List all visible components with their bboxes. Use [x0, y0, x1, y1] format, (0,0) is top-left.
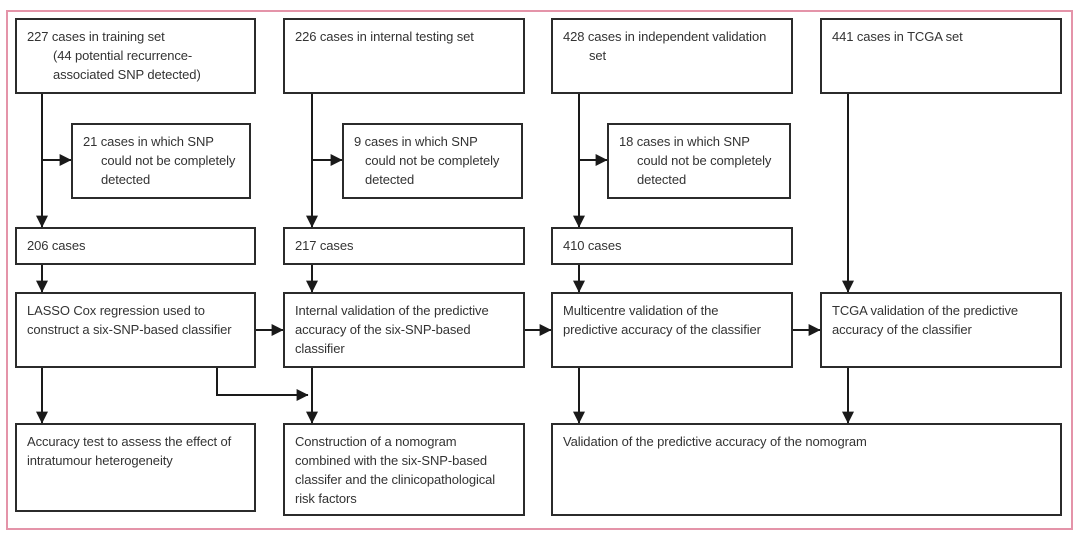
box-excluded-training: 21 cases in which SNP could not be compl… — [71, 123, 251, 199]
figure-frame — [6, 10, 1073, 530]
box-training-set: 227 cases in training set (44 potential … — [15, 18, 256, 94]
arrow-lasso-to-nomogram-construction — [216, 368, 309, 401]
box-remaining-training: 206 cases — [15, 227, 256, 265]
box-excluded-testing: 9 cases in which SNP could not be comple… — [342, 123, 523, 199]
box-multicentre-validation: Multicentre validation of the predictive… — [551, 292, 793, 368]
box-internal-testing-set: 226 cases in internal testing set — [283, 18, 525, 94]
box-internal-validation: Internal validation of the predictive ac… — [283, 292, 525, 368]
box-independent-validation-set: 428 cases in independent validation set — [551, 18, 793, 94]
box-lasso-classifier: LASSO Cox regression used to construct a… — [15, 292, 256, 368]
box-nomogram-validation: Validation of the predictive accuracy of… — [551, 423, 1062, 516]
box-nomogram-construction: Construction of a nomogram combined with… — [283, 423, 525, 516]
box-remaining-validation: 410 cases — [551, 227, 793, 265]
box-remaining-testing: 217 cases — [283, 227, 525, 265]
box-excluded-validation: 18 cases in which SNP could not be compl… — [607, 123, 791, 199]
box-accuracy-test: Accuracy test to assess the effect of in… — [15, 423, 256, 512]
box-tcga-validation: TCGA validation of the predictive accura… — [820, 292, 1062, 368]
box-tcga-set: 441 cases in TCGA set — [820, 18, 1062, 94]
